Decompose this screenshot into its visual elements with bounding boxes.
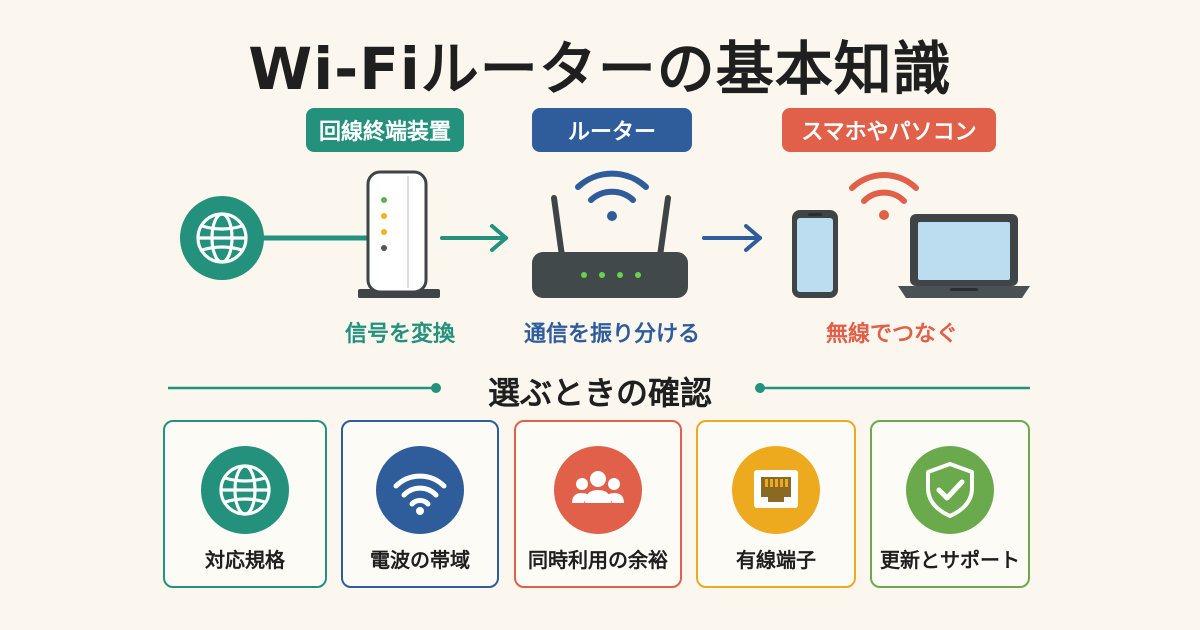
router-device-icon [532, 195, 688, 298]
section-divider [168, 383, 1030, 393]
checklist-card-wired-port: 有線端子 [696, 420, 856, 588]
card-label: 同時利用の余裕 [528, 548, 668, 572]
checklist-card-capacity: 同時利用の余裕 [514, 420, 682, 588]
internet-globe-icon [180, 196, 264, 280]
page-title: Wi-Fiルーターの基本知識 [248, 35, 952, 103]
router-wifi-icon [575, 170, 649, 221]
shield-check-icon [926, 462, 974, 518]
wifi-icon [393, 473, 447, 515]
onu-caption: 信号を変換 [344, 322, 455, 347]
devices-wifi-icon [849, 172, 919, 220]
devices-label: スマホやパソコン [782, 108, 996, 152]
users-icon [572, 471, 624, 503]
arrow-to-devices-icon [702, 224, 762, 252]
globe-icon [219, 464, 271, 516]
card-label: 更新とサポート [880, 548, 1020, 572]
onu-label: 回線終端装置 [306, 108, 464, 152]
card-label: 電波の帯域 [370, 548, 470, 572]
card-label: 対応規格 [205, 548, 285, 572]
flow-diagram [180, 170, 1030, 298]
checklist-card-support: 更新とサポート [870, 420, 1030, 588]
checklist-card-standard: 対応規格 [163, 420, 327, 588]
arrow-to-router-icon [440, 224, 508, 252]
router-label: ルーター [532, 108, 692, 152]
checklist-card-band: 電波の帯域 [341, 420, 499, 588]
card-label: 有線端子 [736, 548, 816, 572]
router-caption: 通信を振り分ける [523, 322, 700, 347]
smartphone-icon [792, 210, 838, 298]
laptop-icon [898, 214, 1030, 298]
onu-device-icon [358, 170, 440, 298]
devices-caption: 無線でつなぐ [825, 322, 958, 347]
checklist-title: 選ぶときの確認 [487, 374, 712, 412]
ethernet-port-icon [754, 470, 798, 508]
